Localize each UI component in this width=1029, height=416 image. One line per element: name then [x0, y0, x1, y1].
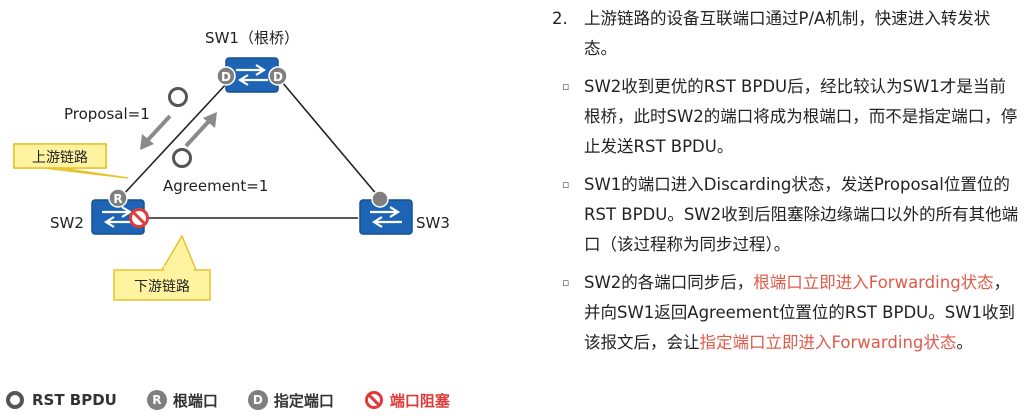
legend-port-blocked-label: 端口阻塞 [389, 391, 450, 410]
link-sw1-sw3 [281, 81, 379, 197]
legend-designated-port-label: 指定端口 [273, 391, 334, 410]
upstream-callout: 上游链路 [13, 143, 129, 179]
bullet-icon: ▫ [562, 178, 570, 191]
blocked-port-icon [364, 391, 383, 409]
link-sw1-sw2 [121, 81, 229, 197]
bullet-icon: ▫ [562, 80, 570, 93]
bullet-item: ▫ SW2的各端口同步后，根端口立即进入Forwarding状态，并向SW1返回… [552, 268, 1022, 358]
legend-port-blocked: 端口阻塞 [364, 390, 450, 411]
bullet-item: ▫ SW2收到更优的RST BPDU后，经比较认为SW1才是当前根桥，此时SW2… [552, 72, 1022, 162]
agreement-bpdu-icon [172, 148, 192, 168]
step-number: 2. [552, 9, 568, 28]
bullet-3-text: SW2的各端口同步后，根端口立即进入Forwarding状态，并向SW1返回Ag… [584, 273, 1016, 352]
downstream-callout: 下游链路 [113, 234, 211, 301]
svg-text:R: R [113, 192, 122, 206]
legend-designated-port: D 指定端口 [247, 390, 334, 411]
highlight-root-forwarding: 根端口立即进入Forwarding状态 [753, 273, 994, 292]
svg-text:D: D [221, 70, 231, 84]
proposal-arrow-icon [140, 114, 172, 150]
proposal-bpdu-icon [168, 87, 188, 107]
highlight-designated-forwarding: 指定端口立即进入Forwarding状态 [699, 333, 957, 352]
bullet-item: ▫ SW1的端口进入Discarding状态，发送Proposal位置位的RST… [552, 170, 1022, 260]
legend-rst-bpdu-label: RST BPDU [32, 391, 117, 409]
sw1-label: SW1（根桥） [205, 29, 299, 47]
sw3-label: SW3 [416, 214, 450, 232]
bpdu-circle-icon [6, 391, 24, 409]
step-heading: 2. 上游链路的设备互联端口通过P/A机制，快速进入转发状态。 [552, 4, 1022, 64]
downstream-callout-label: 下游链路 [134, 279, 190, 295]
upstream-callout-label: 上游链路 [32, 150, 88, 166]
sw2-blocked-port-icon [129, 208, 149, 228]
legend-root-port: R 根端口 [146, 390, 218, 411]
legend-root-port-label: 根端口 [172, 391, 218, 410]
step-heading-text: 上游链路的设备互联端口通过P/A机制，快速进入转发状态。 [584, 9, 991, 58]
designated-port-icon: D [247, 390, 268, 410]
sw2-label: SW2 [50, 214, 84, 232]
sw1-designated-port-left: D [216, 66, 236, 86]
bullet-1-text: SW2收到更优的RST BPDU后，经比较认为SW1才是当前根桥，此时SW2的端… [584, 77, 1018, 156]
legend: RST BPDU R 根端口 D 指定端口 端口阻塞 [6, 387, 480, 413]
proposal-label: Proposal=1 [64, 105, 150, 123]
root-port-icon: R [146, 390, 167, 410]
svg-text:D: D [273, 70, 283, 84]
topology-diagram: 上游链路 下游链路 Proposal=1 Agreement=1 SW1（根桥）… [13, 29, 450, 301]
agreement-arrow-icon [184, 112, 217, 148]
sw3-designated-port [371, 190, 389, 208]
agreement-label: Agreement=1 [163, 177, 268, 195]
sw1-designated-port-right: D [268, 66, 288, 86]
legend-rst-bpdu: RST BPDU [6, 391, 117, 409]
sw2-root-port: R [108, 188, 128, 208]
bullet-2-text: SW1的端口进入Discarding状态，发送Proposal位置位的RST B… [584, 175, 1019, 254]
explanation-panel: 2. 上游链路的设备互联端口通过P/A机制，快速进入转发状态。 ▫ SW2收到更… [552, 0, 1022, 358]
bullet-icon: ▫ [562, 276, 570, 289]
